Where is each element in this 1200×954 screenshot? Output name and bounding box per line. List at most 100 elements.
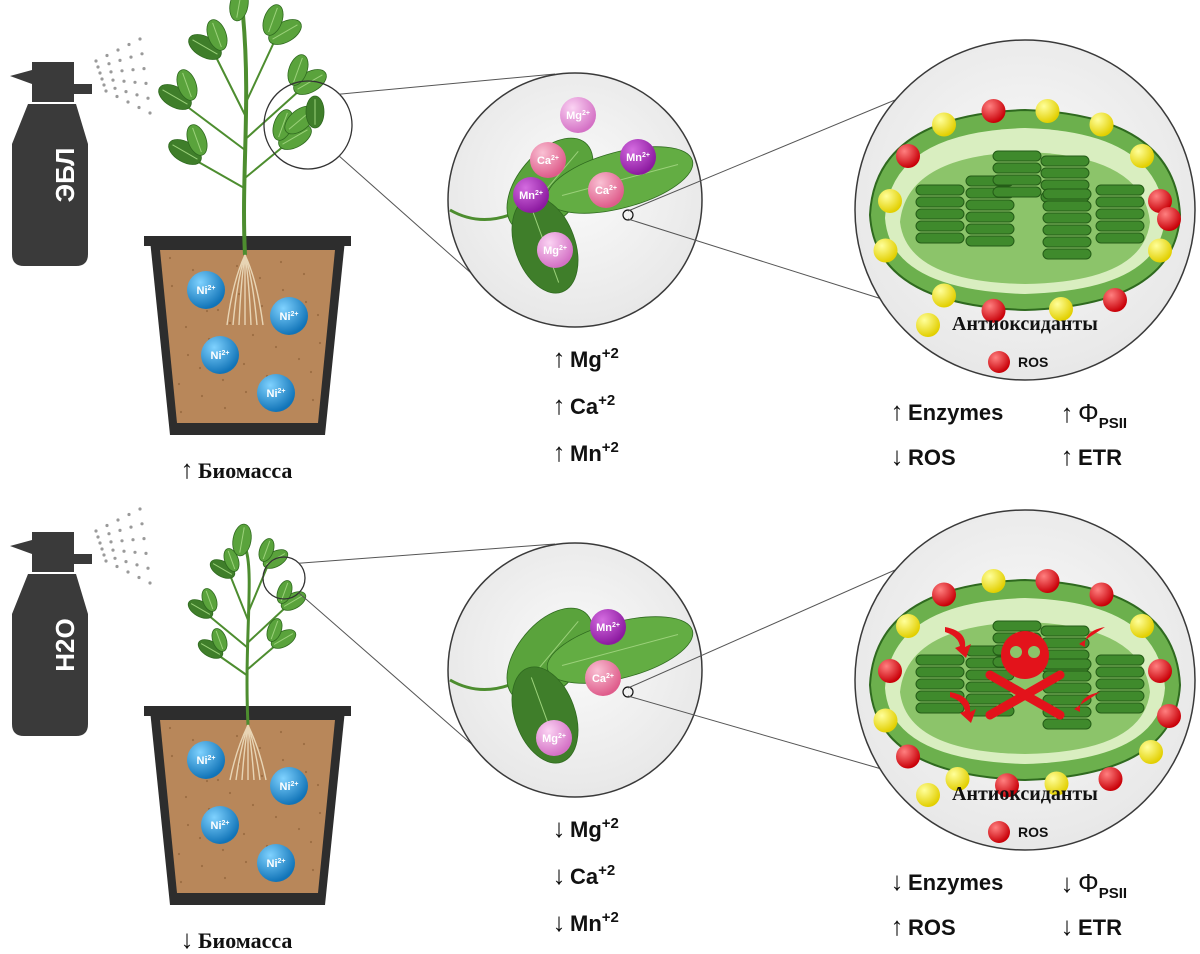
effect-row: ↑ETR xyxy=(1056,441,1123,471)
effect-label: Enzymes xyxy=(908,400,1004,425)
ros-dot xyxy=(1103,288,1127,312)
granum xyxy=(992,150,1042,198)
antioxidant-dot xyxy=(1130,144,1154,168)
legend-ros: ROS xyxy=(1018,824,1049,840)
ion-ni: Ni2+ xyxy=(187,271,225,309)
arrow-up-icon: ↑ xyxy=(552,390,566,420)
ros-dot xyxy=(1148,189,1172,213)
ros-arrow-icon xyxy=(950,692,976,723)
ion-name: Ca xyxy=(570,864,599,889)
ion-change-row: ↑Mg+2 xyxy=(548,345,619,373)
ros-dot xyxy=(1035,569,1060,593)
ion-mg: Mg2+ xyxy=(537,232,573,268)
antioxidant-dot xyxy=(1130,614,1154,638)
spray-bottle-icon xyxy=(10,532,92,736)
ros-dot xyxy=(932,582,956,607)
ros-dot xyxy=(1157,207,1181,231)
ros-dot xyxy=(995,773,1019,798)
effect-subscript: PSII xyxy=(1098,885,1128,902)
antioxidant-dot xyxy=(981,569,1006,593)
antioxidant-dot xyxy=(1139,740,1163,764)
arrow-down-icon: ↓ xyxy=(890,866,904,896)
chloroplast-zoom xyxy=(854,39,1196,381)
effect-row: ↓ETR xyxy=(1056,911,1123,941)
effect-subscript: PSII xyxy=(1098,415,1128,432)
panel-water-control: Ni2+Ni2+Ni2+Ni2+Mn2+Ca2+Mg2+ xyxy=(10,507,1196,905)
biomass-label: ↓Биомасса xyxy=(176,925,293,954)
arrow-up-icon: ↑ xyxy=(180,455,194,484)
ion-ni: Ni2+ xyxy=(270,767,308,805)
effect-symbol: ETR xyxy=(1078,445,1122,470)
arrow-down-icon: ↓ xyxy=(1060,911,1074,941)
ion-ni: Ni2+ xyxy=(187,741,225,779)
magnify-ring xyxy=(263,80,353,170)
ion-change-row: ↑Mn+2 xyxy=(548,439,619,467)
ion-change-row: ↓Mn+2 xyxy=(548,909,619,937)
legend-antioxidant-dot xyxy=(916,783,940,807)
ros-arrow-icon xyxy=(1074,692,1100,712)
ros-dot xyxy=(1148,659,1172,683)
ion-change-row: ↑Ca+2 xyxy=(548,390,616,420)
ion-name: Mn xyxy=(570,441,602,466)
granum xyxy=(1042,188,1092,260)
antioxidant-dot xyxy=(932,283,956,308)
arrow-up-icon: ↑ xyxy=(890,396,904,426)
ros-dot xyxy=(981,99,1006,123)
legend-ros: ROS xyxy=(1018,354,1049,370)
biomass-label: ↑Биомасса xyxy=(176,455,293,484)
antioxidant-dot xyxy=(945,767,970,791)
effect-row: ↓Enzymes xyxy=(886,866,1004,896)
ros-dot xyxy=(981,298,1006,323)
arrow-up-icon: ↑ xyxy=(890,911,904,941)
ion-charge: +2 xyxy=(601,909,619,926)
ion-ni: Ni2+ xyxy=(270,297,308,335)
skull-crossbones-icon xyxy=(945,627,1105,723)
granum xyxy=(1042,658,1092,730)
antioxidant-dot xyxy=(1049,297,1073,321)
arrow-up-icon: ↑ xyxy=(552,437,566,467)
antioxidant-dot xyxy=(1035,99,1060,123)
granum xyxy=(1095,654,1145,714)
spray-mist xyxy=(94,507,152,585)
arrow-up-icon: ↑ xyxy=(552,343,566,373)
ion-name: Mg xyxy=(570,347,602,372)
leaf-zoom: Mn2+Ca2+Mg2+ xyxy=(447,542,703,798)
arrow-down-icon: ↓ xyxy=(552,813,566,843)
arrow-up-icon: ↑ xyxy=(1060,398,1074,428)
effect-label: ROS xyxy=(908,915,956,940)
ion-charge: +2 xyxy=(598,862,616,879)
spray-bottle-label: ЭБЛ xyxy=(50,147,80,203)
ion-name: Ca xyxy=(570,394,599,419)
arrow-down-icon: ↓ xyxy=(180,925,194,954)
effect-row: ↓ΦPSII xyxy=(1056,868,1128,902)
effect-row: ↑Enzymes xyxy=(886,396,1004,426)
ros-dot xyxy=(896,744,920,769)
legend-antioxidant-dot xyxy=(916,313,940,337)
ion-mn: Mn2+ xyxy=(513,177,549,213)
biomass-text: Биомасса xyxy=(198,928,293,953)
antioxidant-dot xyxy=(932,112,956,137)
plant xyxy=(158,0,327,256)
plant xyxy=(187,523,307,726)
ros-dot xyxy=(1157,704,1181,728)
arrow-up-icon: ↑ xyxy=(1060,441,1074,471)
ion-ca: Ca2+ xyxy=(585,660,621,696)
ros-arrow-icon xyxy=(945,627,971,658)
antioxidant-dot xyxy=(1148,238,1172,263)
antioxidant-dot xyxy=(873,708,898,733)
panel-ebl-treatment: Ni2+Ni2+Ni2+Ni2+Mg2+Ca2+Mn2+Ca2+Mn2+Mg2+ xyxy=(10,0,1196,435)
arrow-down-icon: ↓ xyxy=(552,860,566,890)
ion-ca: Ca2+ xyxy=(588,172,624,208)
leaf-zoom: Mg2+Ca2+Mn2+Ca2+Mn2+Mg2+ xyxy=(447,72,703,328)
ion-ni: Ni2+ xyxy=(257,374,295,412)
ros-dot xyxy=(896,144,920,168)
ion-charge: +2 xyxy=(601,815,619,832)
effect-symbol: Φ xyxy=(1078,868,1099,898)
ros-dot xyxy=(1089,582,1114,607)
ion-ni: Ni2+ xyxy=(201,336,239,374)
legend-antioxidants: Антиоксиданты xyxy=(952,783,1098,805)
antioxidant-dot xyxy=(1089,112,1114,137)
arrow-down-icon: ↓ xyxy=(890,441,904,471)
ion-name: Mg xyxy=(570,817,602,842)
arrow-down-icon: ↓ xyxy=(552,907,566,937)
